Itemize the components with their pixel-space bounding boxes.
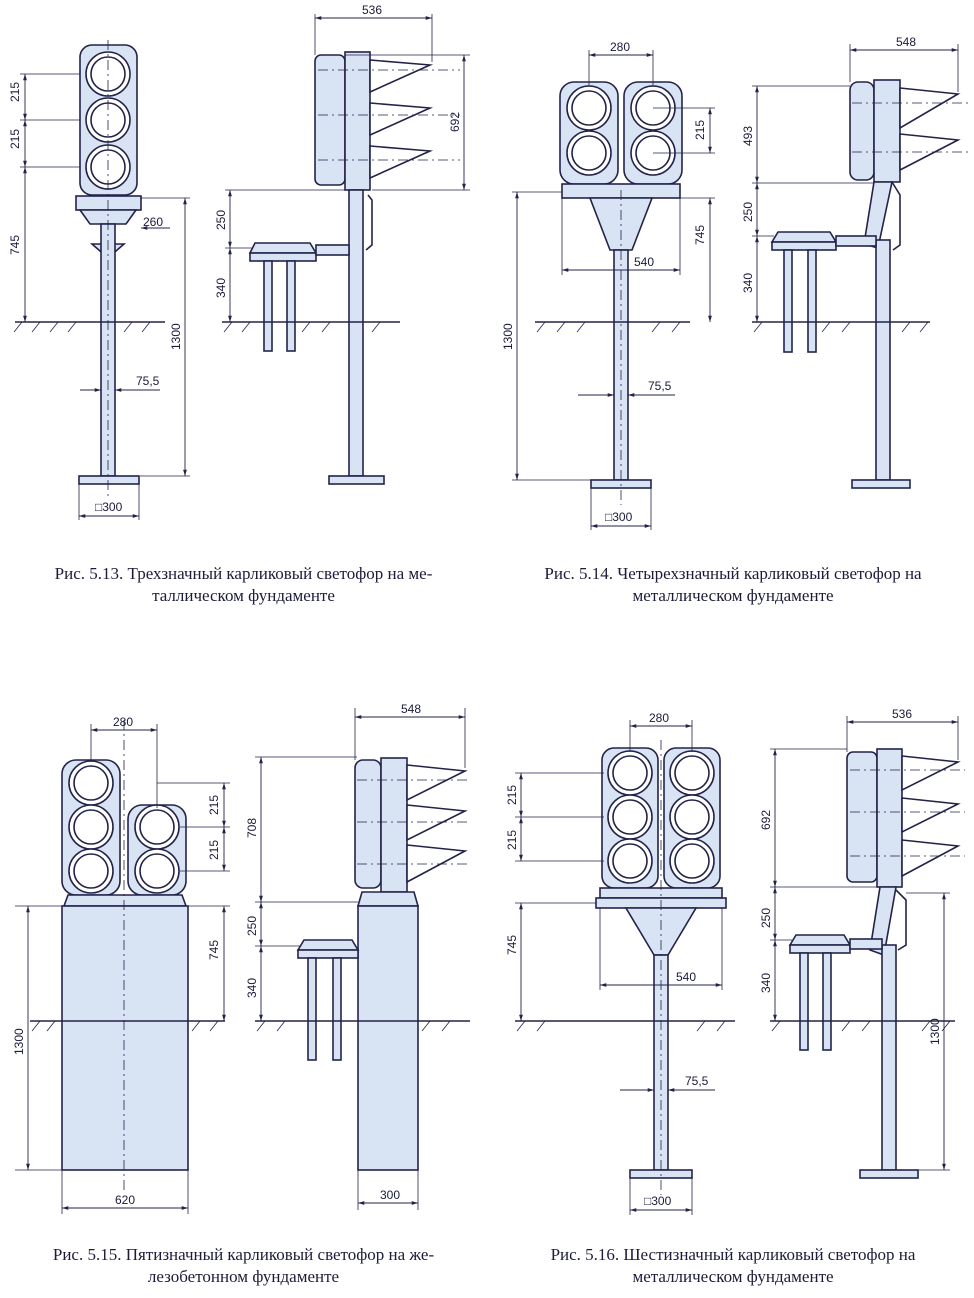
dim-280: 280: [649, 711, 669, 725]
dim-215-b: 215: [207, 840, 221, 860]
caption-figure-5-16: Рис. 5.16. Шестизначный карликовый свето…: [494, 1244, 972, 1288]
dim-340: 340: [759, 973, 773, 993]
dim-75-5: 75,5: [648, 379, 672, 393]
dim-692: 692: [759, 810, 773, 830]
dim-215-a: 215: [8, 82, 22, 102]
caption-line-1: Рис. 5.13. Трехзначный карликовый светоф…: [54, 564, 433, 583]
dim-300: 300: [380, 1188, 400, 1202]
dim-692: 692: [448, 112, 462, 132]
dim-708: 708: [245, 818, 259, 838]
dim-493: 493: [741, 126, 755, 146]
dim-215-a: 215: [207, 795, 221, 815]
caption-line-2: таллическом фундаменте: [152, 586, 335, 605]
dim-215: 215: [693, 120, 707, 140]
side-view-5-16: 536 692 250 340 1300: [759, 707, 965, 1179]
figure-5-15: 280 215 215 745 1300 620: [12, 702, 470, 1214]
dim-548: 548: [896, 35, 916, 49]
front-view-5-13: 215 215 745 1300 260 75,5 □300: [8, 40, 190, 520]
dim-75-5: 75,5: [136, 374, 160, 388]
dim-215-b: 215: [8, 129, 22, 149]
figure-5-14: 280 215 745 540 1300 75,5 □300: [501, 35, 968, 530]
figure-5-13: 215 215 745 1300 260 75,5 □300: [8, 3, 470, 520]
dim-280: 280: [113, 715, 133, 729]
dim-300-square: □300: [605, 510, 633, 524]
caption-line-2: металлическом фундаменте: [632, 1267, 834, 1286]
dim-250: 250: [245, 916, 259, 936]
figure-5-16: 280 215 215 745 540 75,5 □300: [505, 707, 965, 1215]
caption-line-1: Рис. 5.14. Четырехзначный карликовый све…: [544, 564, 922, 583]
dim-250: 250: [214, 210, 228, 230]
caption-figure-5-15: Рис. 5.15. Пятизначный карликовый светоф…: [0, 1244, 487, 1288]
dim-548: 548: [401, 702, 421, 716]
dim-75-5: 75,5: [685, 1074, 709, 1088]
dim-280: 280: [610, 40, 630, 54]
dim-745: 745: [8, 235, 22, 255]
dim-340: 340: [245, 978, 259, 998]
dim-215-b: 215: [505, 830, 519, 850]
dim-620: 620: [115, 1193, 135, 1207]
caption-line-2: металлическом фундаменте: [632, 586, 834, 605]
caption-figure-5-14: Рис. 5.14. Четырехзначный карликовый све…: [494, 563, 972, 607]
dim-250: 250: [759, 908, 773, 928]
dim-300-square: □300: [644, 1194, 672, 1208]
caption-line-1: Рис. 5.16. Шестизначный карликовый свето…: [550, 1245, 916, 1264]
dim-540: 540: [676, 970, 696, 984]
front-view-5-14: 280 215 745 540 1300 75,5 □300: [501, 40, 715, 530]
dim-1300: 1300: [12, 1028, 26, 1055]
dim-745: 745: [207, 940, 221, 960]
side-view-5-15: 548 708 250 340 300: [245, 702, 470, 1210]
dim-536: 536: [362, 3, 382, 17]
dim-250: 250: [741, 202, 755, 222]
side-view-5-14: 548 493 250 340: [741, 35, 968, 489]
dim-1300: 1300: [169, 323, 183, 350]
dim-745: 745: [693, 225, 707, 245]
dim-540: 540: [634, 255, 654, 269]
dim-536: 536: [892, 707, 912, 721]
dim-1300: 1300: [501, 323, 515, 350]
front-view-5-16: 280 215 215 745 540 75,5 □300: [505, 711, 735, 1215]
dim-340: 340: [214, 278, 228, 298]
dim-745: 745: [505, 935, 519, 955]
caption-line-1: Рис. 5.15. Пятизначный карликовый светоф…: [52, 1245, 435, 1264]
dim-260: 260: [143, 215, 163, 229]
side-view-5-13: 536 692 250 340: [214, 3, 470, 485]
dim-1300: 1300: [928, 1018, 942, 1045]
dim-340: 340: [741, 273, 755, 293]
dim-300-square: □300: [95, 500, 123, 514]
caption-line-2: лезобетонном фундаменте: [147, 1267, 340, 1286]
front-view-5-15: 280 215 215 745 1300 620: [12, 715, 230, 1214]
caption-figure-5-13: Рис. 5.13. Трехзначный карликовый светоф…: [0, 563, 487, 607]
dim-215-a: 215: [505, 785, 519, 805]
